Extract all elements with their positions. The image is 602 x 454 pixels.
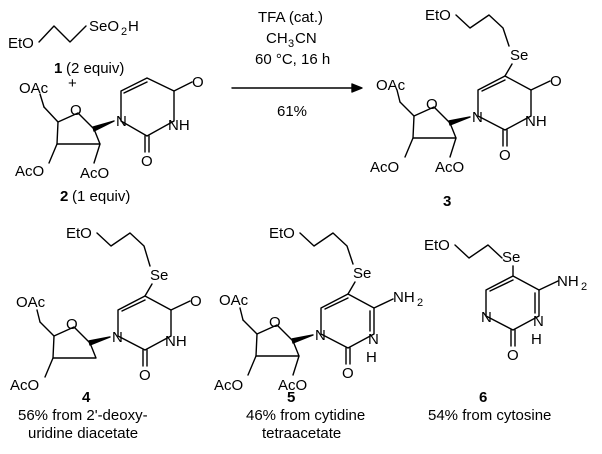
c6-n-label: N — [481, 309, 492, 326]
compound-4-caption-2: uridine diacetate — [28, 425, 138, 442]
c3-aco-right: AcO — [435, 159, 464, 176]
c3-carbonyl-o-top: O — [550, 73, 562, 90]
compound-6-number: 6 — [479, 389, 487, 406]
c4-ring-o: O — [66, 316, 78, 333]
c3-aco-left: AcO — [370, 159, 399, 176]
c6-se-label: Se — [502, 249, 520, 266]
condition-line-2a: CH — [266, 30, 288, 47]
c6-carbonyl-o: O — [507, 347, 519, 364]
c6-nh2-subscript: 2 — [581, 281, 587, 293]
compound-2-number: 2 — [60, 188, 68, 205]
compound-5-structure: EtO Se NH 2 N H O N O OAc AcO AcO — [214, 225, 423, 394]
c3-n-label: N — [472, 109, 483, 126]
compound-5-number: 5 — [287, 389, 295, 406]
compound-4-structure: EtO Se O NH O N O OAc AcO — [10, 225, 202, 394]
reagent-1-eto-label: EtO — [8, 35, 34, 52]
condition-line-3: 60 °C, 16 h — [255, 51, 330, 68]
c5-nh2-label: NH — [393, 289, 415, 306]
c3-eto-label: EtO — [425, 7, 451, 24]
c4-carbonyl-o-top: O — [190, 293, 202, 310]
c4-eto-label: EtO — [66, 225, 92, 242]
c5-h-label: H — [366, 349, 377, 366]
c2-carbonyl-o-top: O — [192, 74, 204, 91]
c5-nh2-subscript: 2 — [417, 297, 423, 309]
c2-n-label: N — [116, 113, 127, 130]
c3-oac-label: OAc — [376, 77, 406, 94]
compound-5-caption-2: tetraacetate — [262, 425, 341, 442]
c4-oac-label: OAc — [16, 294, 46, 311]
reagent-1-subscript: 2 — [121, 26, 127, 38]
c4-se-label: Se — [150, 267, 168, 284]
reagent-1-structure: EtO SeO 2 H — [8, 18, 139, 52]
reaction-arrowhead — [351, 83, 363, 93]
c6-nh2-label: NH — [557, 273, 579, 290]
compound-4-caption-1: 56% from 2'-deoxy- — [18, 407, 148, 424]
c5-n-label: N — [315, 327, 326, 344]
c5-carbonyl-o: O — [342, 365, 354, 382]
c2-ring-o: O — [70, 102, 82, 119]
compound-2-equiv: (1 equiv) — [72, 188, 130, 205]
c4-carbonyl-o-bottom: O — [139, 367, 151, 384]
compound-3-number: 3 — [443, 193, 451, 210]
c5-se-label: Se — [353, 265, 371, 282]
reaction-yield: 61% — [277, 103, 307, 120]
reagent-1-equiv: (2 equiv) — [66, 60, 124, 77]
c4-n-label: N — [112, 329, 123, 346]
c5-aco-left: AcO — [214, 377, 243, 394]
compound-2-structure: O NH O N O OAc AcO AcO — [15, 74, 204, 182]
condition-line-1: TFA (cat.) — [258, 9, 323, 26]
c2-aco-right: AcO — [80, 165, 109, 182]
c4-aco-label: AcO — [10, 377, 39, 394]
c3-se-label: Se — [510, 47, 528, 64]
compound-5-caption-1: 46% from cytidine — [246, 407, 365, 424]
c6-n-right: N — [533, 313, 544, 330]
compound-4-number: 4 — [82, 389, 91, 406]
c2-nh-label: NH — [168, 117, 190, 134]
c2-oac-label: OAc — [19, 80, 49, 97]
c5-ring-o: O — [269, 314, 281, 331]
reagent-1-h-label: H — [128, 18, 139, 35]
c3-carbonyl-o-bottom: O — [499, 147, 511, 164]
reagent-1-number: 1 — [54, 60, 62, 77]
compound-3-structure: EtO Se O NH O N O OAc AcO AcO — [370, 7, 562, 176]
c6-eto-label: EtO — [424, 237, 450, 254]
c5-eto-label: EtO — [269, 225, 295, 242]
c6-h-label: H — [531, 331, 542, 348]
c3-nh-label: NH — [525, 113, 547, 130]
condition-line-2b: CN — [295, 30, 317, 47]
plus-sign: + — [68, 75, 77, 92]
condition-line-2-sub: 3 — [288, 38, 294, 50]
c5-oac-label: OAc — [219, 292, 249, 309]
c5-aco-right: AcO — [278, 377, 307, 394]
c3-ring-o: O — [426, 96, 438, 113]
compound-6-caption-1: 54% from cytosine — [428, 407, 551, 424]
c2-carbonyl-o-bottom: O — [141, 153, 153, 170]
c5-n-right: N — [368, 331, 379, 348]
c2-aco-left: AcO — [15, 163, 44, 180]
reagent-1-seo-label: SeO — [89, 18, 119, 35]
compound-6-structure: EtO Se NH 2 N H O N — [424, 237, 587, 364]
c4-nh-label: NH — [165, 333, 187, 350]
